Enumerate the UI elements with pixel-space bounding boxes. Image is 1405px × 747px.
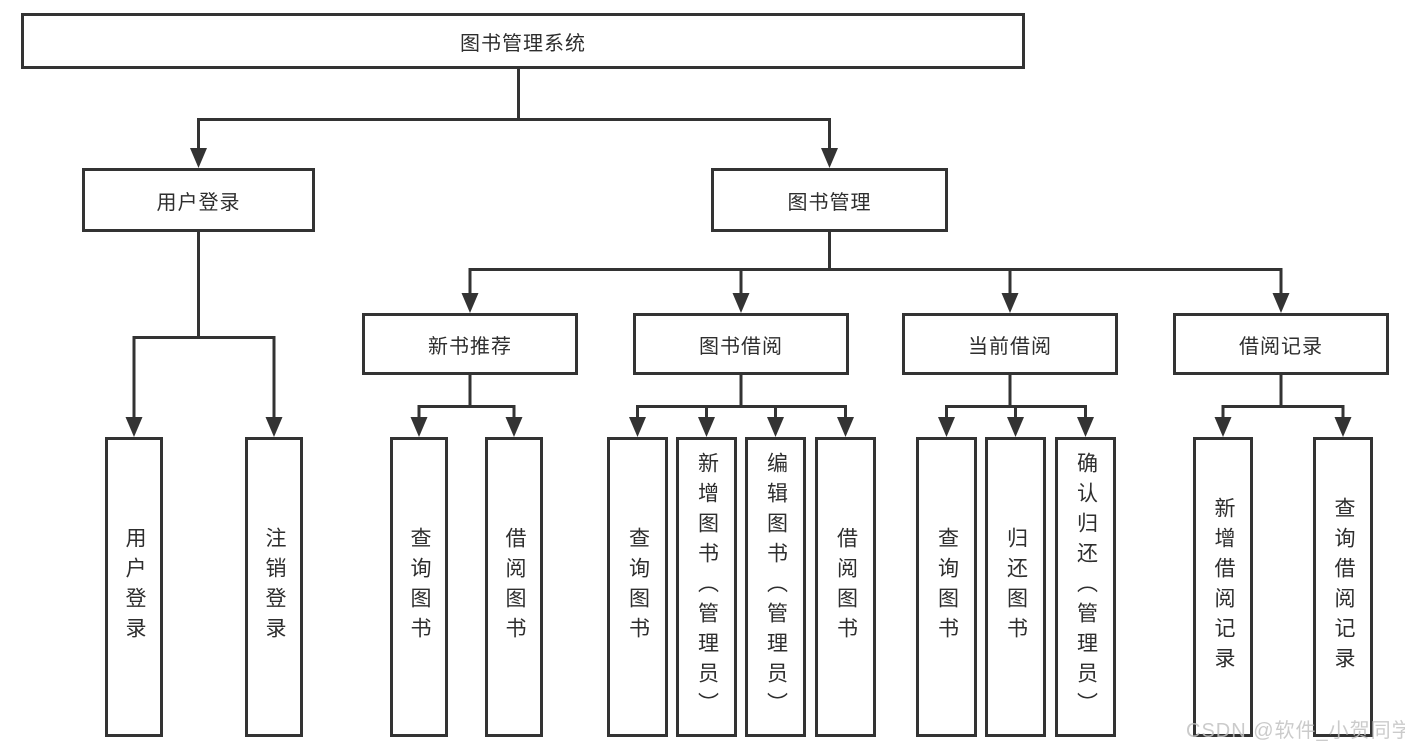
leaf-label: 查询图书 (935, 527, 959, 647)
leaf-query-books-recommend: 查询图书 (390, 437, 448, 737)
leaf-label: 查询图书 (408, 527, 431, 647)
leaf-label: 借阅图书 (834, 527, 858, 647)
arrow-down-icon (732, 293, 750, 313)
node-book-management-branch: 图书管理 (711, 168, 948, 232)
leaf-query-books-current: 查询图书 (916, 437, 977, 737)
node-root: 图书管理系统 (21, 13, 1025, 69)
leaf-edit-books-admin: 编辑图书（管理员） (745, 437, 806, 737)
leaf-label: 注销登录 (263, 527, 286, 647)
node-label: 图书借阅 (699, 335, 783, 358)
node-label: 图书管理 (787, 191, 872, 214)
node-label: 新书推荐 (428, 335, 512, 358)
leaf-label: 新增借阅记录 (1212, 497, 1235, 677)
arrow-down-icon (125, 417, 143, 437)
node-new-book-recommend: 新书推荐 (362, 313, 578, 375)
arrow-down-icon (1334, 417, 1352, 437)
arrow-down-icon (629, 417, 646, 437)
arrow-down-icon (1272, 293, 1290, 313)
arrow-down-icon (821, 148, 838, 168)
arrow-down-icon (410, 417, 428, 437)
node-book-borrow: 图书借阅 (633, 313, 849, 375)
leaf-label: 借阅图书 (503, 527, 526, 647)
node-current-borrow: 当前借阅 (902, 313, 1118, 375)
leaf-label: 归还图书 (1004, 527, 1028, 647)
node-root-label: 图书管理系统 (460, 32, 586, 55)
leaf-logout: 注销登录 (245, 437, 303, 737)
arrow-down-icon (1214, 417, 1232, 437)
arrow-down-icon (1077, 417, 1094, 437)
leaf-label: 查询借阅记录 (1332, 497, 1355, 677)
leaf-return-books: 归还图书 (985, 437, 1046, 737)
node-label: 当前借阅 (968, 335, 1052, 358)
leaf-label: 用户登录 (123, 527, 146, 647)
connector-lines (132, 69, 1345, 418)
leaf-query-books-borrow: 查询图书 (607, 437, 668, 737)
arrow-down-icon (461, 293, 479, 313)
arrow-down-icon (1001, 293, 1019, 313)
arrow-down-icon (505, 417, 523, 437)
arrow-down-icon (698, 417, 715, 437)
leaf-label: 确认归还（管理员） (1074, 452, 1098, 722)
leaf-label: 新增图书（管理员） (695, 452, 719, 722)
csdn-watermark: CSDN @软件_小贺同学 (1186, 720, 1405, 742)
node-label: 借阅记录 (1239, 335, 1323, 358)
arrow-down-icon (837, 417, 854, 437)
leaf-borrow-books-recommend: 借阅图书 (485, 437, 543, 737)
leaf-add-books-admin: 新增图书（管理员） (676, 437, 737, 737)
arrow-down-icon (265, 417, 283, 437)
arrowhead-icons (125, 148, 1352, 437)
leaf-label: 查询图书 (626, 527, 650, 647)
leaf-query-borrow-record: 查询借阅记录 (1313, 437, 1373, 737)
node-user-login-branch: 用户登录 (82, 168, 315, 232)
leaf-user-login: 用户登录 (105, 437, 163, 737)
node-borrow-records: 借阅记录 (1173, 313, 1389, 375)
leaf-label: 编辑图书（管理员） (764, 452, 788, 722)
leaf-confirm-return-admin: 确认归还（管理员） (1055, 437, 1116, 737)
arrow-down-icon (190, 148, 207, 168)
leaf-borrow-books: 借阅图书 (815, 437, 876, 737)
arrow-down-icon (1007, 417, 1024, 437)
node-label: 用户登录 (156, 191, 241, 214)
leaf-add-borrow-record: 新增借阅记录 (1193, 437, 1253, 737)
arrow-down-icon (938, 417, 955, 437)
arrow-down-icon (767, 417, 784, 437)
